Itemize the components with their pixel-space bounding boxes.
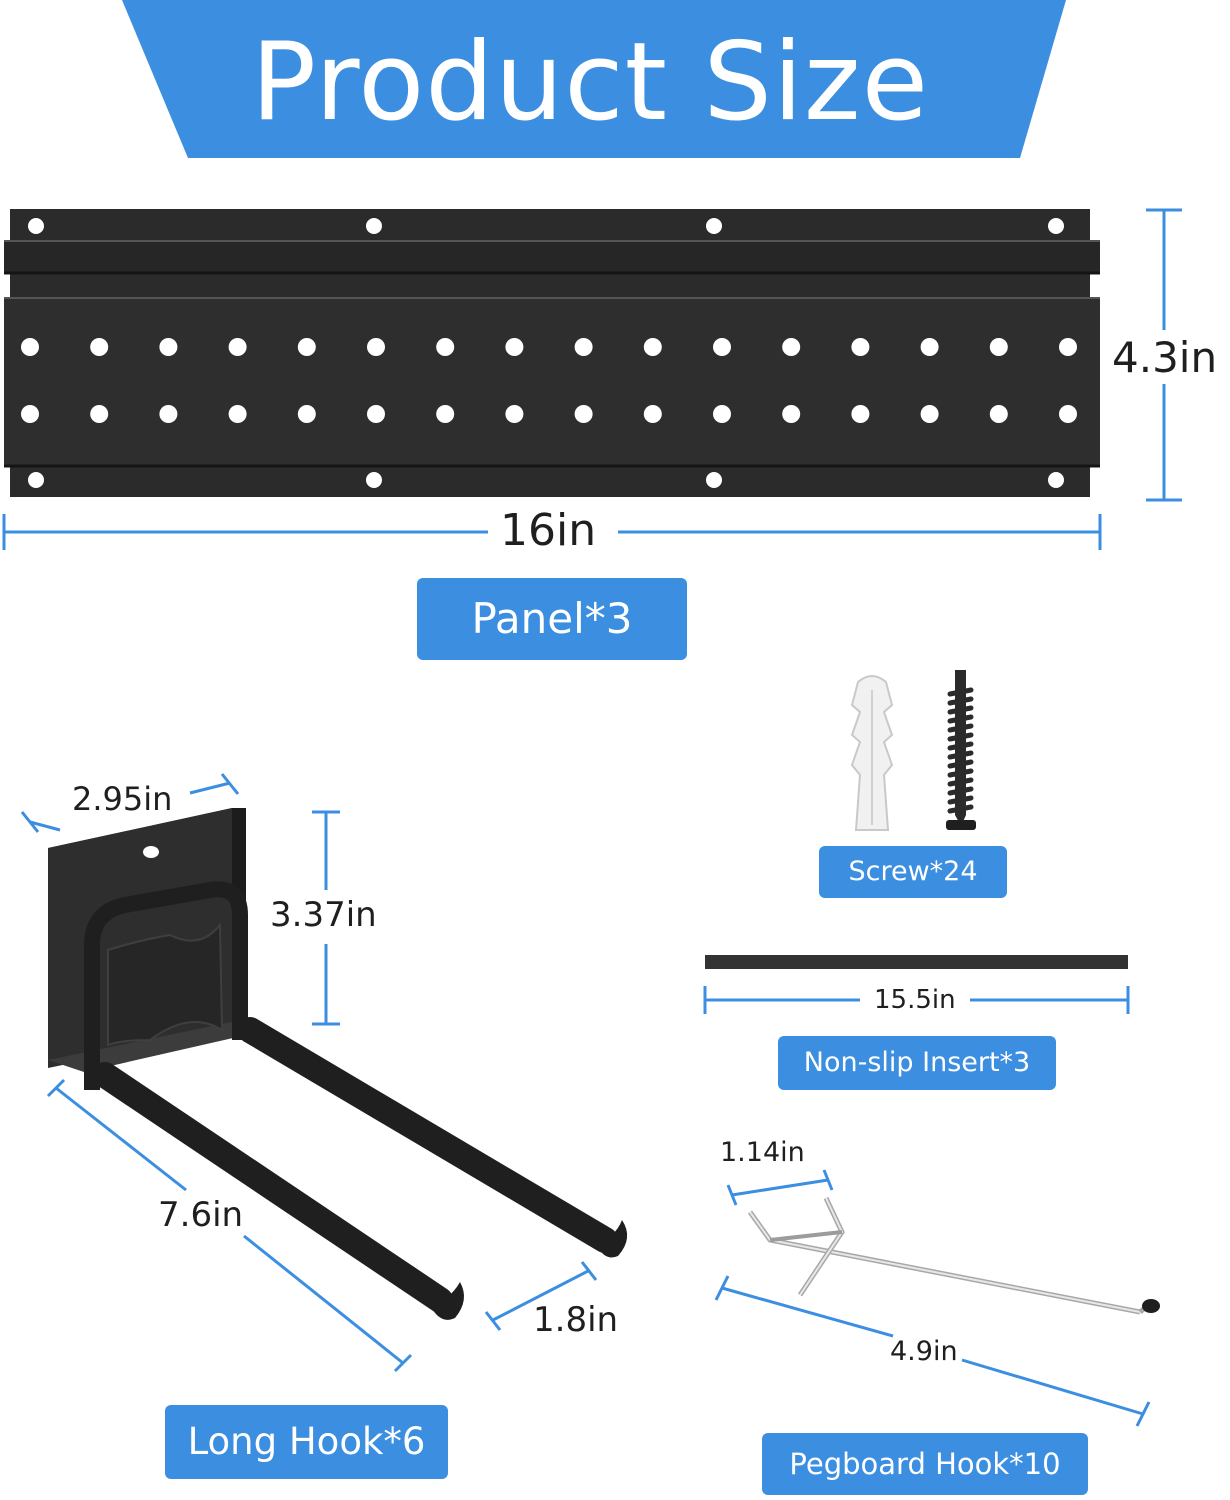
screw-thread — [947, 768, 974, 778]
panel-hole — [90, 338, 109, 356]
panel-width-label: 16in — [500, 505, 597, 556]
panel-hole — [1048, 218, 1064, 234]
panel-hole — [782, 405, 801, 423]
panel-hole — [713, 338, 731, 356]
panel-hole — [21, 338, 39, 356]
long-hook — [48, 808, 628, 1320]
panel-hole — [920, 338, 939, 356]
screw-thread — [947, 687, 974, 697]
panel-hole — [1059, 405, 1077, 423]
wall-anchor — [850, 675, 894, 831]
panel-hole — [505, 338, 524, 356]
page-title: Product Size — [250, 20, 930, 145]
panel-hole — [706, 472, 722, 488]
screw-name-badge: Screw*24 — [819, 846, 1007, 898]
panel-hole — [851, 405, 870, 423]
panel-hole — [643, 405, 662, 423]
panel-hole — [21, 405, 39, 423]
long-hook-spacing-label: 1.8in — [533, 1300, 619, 1340]
pegboard-hook-width-label: 1.14in — [720, 1137, 805, 1168]
long-hook-length-dimension-line — [46, 1078, 413, 1373]
panel-hole — [90, 405, 109, 423]
screw — [946, 670, 976, 830]
screw-thread — [947, 741, 974, 751]
panel-name-badge: Panel*3 — [417, 578, 687, 660]
panel-hole — [159, 338, 178, 356]
screw-thread — [947, 714, 974, 724]
panel-hole — [851, 338, 870, 356]
non-slip-insert-strip — [705, 955, 1128, 969]
long-hook-spacing-dimension-line — [484, 1261, 598, 1331]
pegboard-hook — [747, 1196, 1160, 1315]
panel-width-dimension-line — [2, 514, 1102, 550]
panel-hole — [706, 218, 722, 234]
screw-thread — [947, 750, 974, 760]
screw-thread — [947, 732, 974, 742]
panel-height-label: 4.3in — [1112, 333, 1218, 382]
panel-hole — [1048, 472, 1064, 488]
panel-hole — [366, 472, 382, 488]
panel-hole — [28, 218, 44, 234]
panel-hole — [436, 338, 455, 356]
screw-thread — [947, 795, 974, 805]
screw-thread — [947, 723, 974, 733]
panel-hole — [574, 405, 593, 423]
pegboard-hook-length-label: 4.9in — [890, 1336, 958, 1367]
pegboard-hook-width-dimension-line — [726, 1169, 834, 1206]
panel-hole — [989, 405, 1008, 423]
screw-thread — [947, 786, 974, 796]
pegboard-hook-name-badge: Pegboard Hook*10 — [762, 1433, 1088, 1495]
insert-length-label: 15.5in — [874, 985, 956, 1015]
panel-hole — [228, 338, 247, 356]
panel-hole — [989, 338, 1008, 356]
screw-thread — [947, 705, 974, 715]
panel-hole — [159, 405, 178, 423]
slatwall-panel — [4, 209, 1100, 497]
screw-thread — [947, 777, 974, 787]
insert-length-dimension-line — [703, 986, 1130, 1014]
screw-thread — [947, 759, 974, 769]
screw-thread — [947, 804, 974, 814]
panel-hole — [782, 338, 801, 356]
panel-hole — [920, 405, 939, 423]
panel-hole — [713, 405, 731, 423]
panel-hole — [297, 338, 316, 356]
panel-hole — [436, 405, 455, 423]
panel-hole — [366, 218, 382, 234]
screw-thread — [947, 696, 974, 706]
long-hook-name-badge: Long Hook*6 — [165, 1405, 448, 1479]
panel-hole — [1059, 338, 1077, 356]
panel-hole — [574, 338, 593, 356]
panel-hole — [28, 472, 44, 488]
header-banner — [122, 0, 1066, 158]
insert-name-badge: Non-slip Insert*3 — [778, 1036, 1056, 1090]
panel-hole — [367, 338, 385, 356]
panel-hole — [297, 405, 316, 423]
pegboard-hook-length-dimension-line — [714, 1275, 1151, 1427]
panel-hole — [643, 338, 662, 356]
long-hook-width-dimension-line — [20, 773, 240, 833]
long-hook-height-dimension-line — [312, 810, 340, 1026]
panel-hole — [505, 405, 524, 423]
panel-height-dimension-line — [1146, 208, 1182, 502]
long-hook-height-label: 3.37in — [270, 895, 377, 935]
long-hook-length-label: 7.6in — [158, 1195, 244, 1235]
long-hook-width-label: 2.95in — [72, 780, 173, 818]
panel-hole — [367, 405, 385, 423]
panel-hole — [228, 405, 247, 423]
